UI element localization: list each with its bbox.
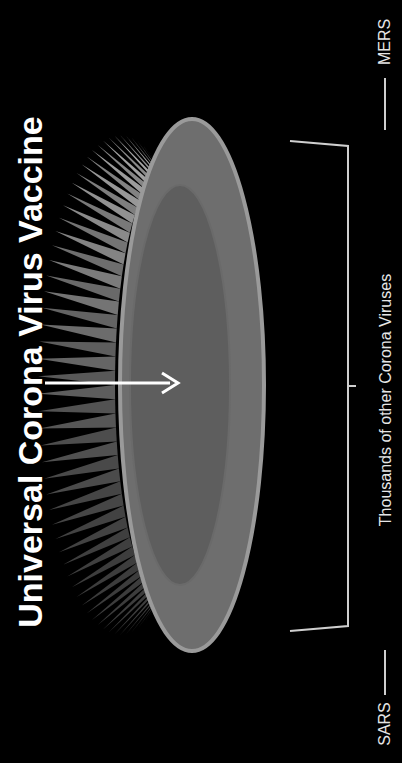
spike [87,569,143,613]
spike [40,325,116,343]
spike [72,547,135,588]
spike [38,399,115,413]
leader-line [384,78,386,130]
spike [82,563,141,606]
vaccine-arrow [45,382,170,385]
bracket [290,141,356,631]
title: Universal Corona Virus Vaccine [13,116,47,628]
annotation-label: Thousands of other Corona Viruses [378,274,394,526]
arrow-head [162,373,178,393]
spike [38,385,115,399]
leader-line [384,650,386,695]
spike [55,231,125,264]
inner-disk [130,185,230,585]
annotation-label: MERS [377,19,393,65]
spike [39,414,116,429]
annotation-label: SARS [377,702,393,746]
spike [40,428,116,446]
spike [39,342,116,357]
spike [82,164,141,207]
spike [38,356,115,370]
front-disk [120,119,264,651]
spike [77,555,138,597]
